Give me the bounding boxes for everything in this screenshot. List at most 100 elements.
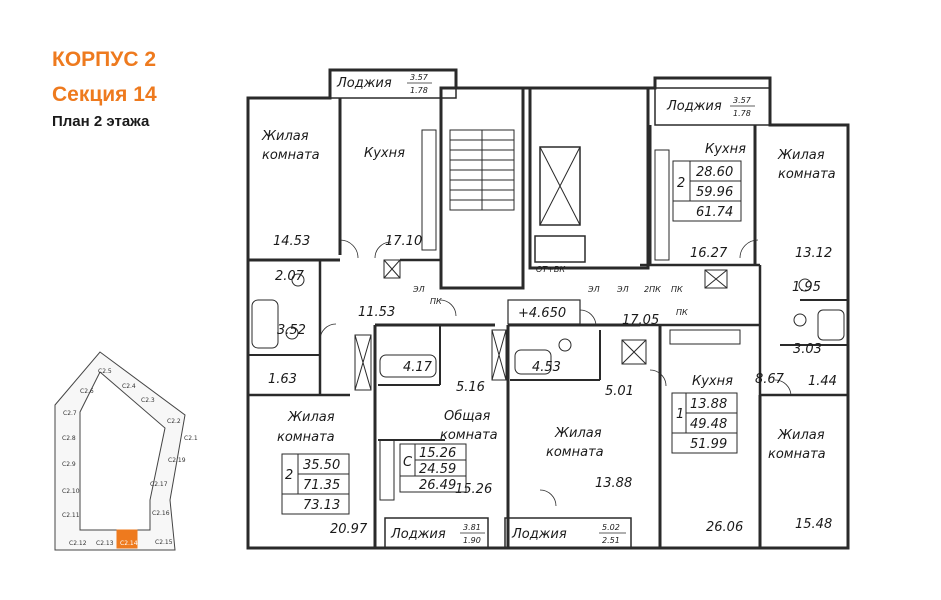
loggia-area: 1.90	[463, 536, 481, 545]
living-room-label: Жилая	[777, 428, 825, 443]
floor-plan-title: План 2 этажа	[52, 113, 150, 130]
room-area: 16.27	[690, 246, 728, 261]
kitchen-counter	[654, 149, 670, 261]
tag-pk: ПК	[676, 308, 688, 317]
bathtub-icon	[514, 349, 552, 375]
key-plan	[54, 351, 186, 551]
toilet-icon	[558, 338, 572, 352]
living-room-label: Жилая	[554, 426, 602, 441]
key-label: С2.12	[69, 540, 87, 547]
shaft	[621, 339, 647, 365]
room-area: 11.53	[358, 305, 395, 320]
total-area-with-loggia: 26.49	[419, 478, 456, 493]
key-label: С2.1	[184, 435, 198, 442]
key-label: С2.19	[168, 457, 186, 464]
loggia-area: 1.78	[733, 109, 751, 118]
loggia-label: Лоджия	[336, 76, 392, 91]
living-room-label: Жилая	[287, 410, 335, 425]
total-area: 24.59	[419, 462, 456, 477]
shaft	[383, 259, 401, 279]
total-area-with-loggia: 61.74	[696, 205, 733, 220]
toilet-icon	[285, 326, 299, 340]
tag-el: ЭЛ	[587, 285, 600, 294]
toilet-icon	[291, 273, 305, 287]
loggia-label: Лоджия	[390, 527, 446, 542]
tag-el: ЭЛ	[412, 285, 425, 294]
loggia-area: 3.57	[733, 96, 752, 105]
room-area: 8.67	[755, 372, 785, 387]
key-label: С2.4	[122, 383, 136, 390]
room-area: 1.63	[268, 372, 297, 387]
apartment-info-box: 2 35.50 71.35 73.13	[281, 453, 350, 515]
section-title: Секция 14	[52, 83, 157, 106]
room-area: 13.12	[795, 246, 832, 261]
apartment-info-box: 1 13.88 49.48 51.99	[671, 392, 738, 454]
loggia-label: Лоджия	[666, 99, 722, 114]
key-label: С2.9	[62, 461, 76, 468]
tag-otvk: ОТ+ВК	[536, 265, 565, 274]
living-room-label: комната	[768, 447, 826, 462]
living-area: 28.60	[696, 165, 733, 180]
room-area: 5.16	[456, 380, 485, 395]
living-room-label: Жилая	[777, 148, 825, 163]
kitchen-label: Кухня	[705, 142, 746, 157]
loggia-area: 5.02	[602, 523, 620, 532]
room-count: 1	[676, 407, 684, 422]
total-area-with-loggia: 73.13	[303, 498, 340, 513]
room-area: 15.26	[455, 482, 492, 497]
building-title: КОРПУС 2	[52, 48, 156, 71]
living-room-label: комната	[262, 148, 320, 163]
loggia-area: 1.78	[410, 86, 428, 95]
room-area: 17.05	[622, 313, 659, 328]
room-count: 2	[677, 176, 685, 191]
wardrobe	[491, 329, 507, 381]
shaft	[704, 269, 728, 289]
loggia-label: Лоджия	[511, 527, 567, 542]
room-area: 15.48	[795, 517, 832, 532]
loggia-area: 3.81	[463, 523, 481, 532]
living-area: 13.88	[690, 397, 727, 412]
living-room-label: Жилая	[261, 129, 309, 144]
key-plan-highlight	[116, 529, 138, 549]
room-area: 13.88	[595, 476, 632, 491]
key-label-highlighted: С2.14	[120, 540, 138, 547]
kitchen-label: Кухня	[692, 374, 733, 389]
apartment-info-box: С 15.26 24.59 26.49	[399, 443, 467, 493]
common-room-label: Общая	[444, 409, 490, 424]
living-area: 15.26	[419, 446, 456, 461]
tag-pk: ПК	[671, 285, 683, 294]
total-area: 49.48	[690, 417, 727, 432]
bathtub-icon	[251, 299, 279, 349]
key-label: С2.16	[152, 510, 170, 517]
key-label: С2.3	[141, 397, 155, 404]
stairs	[449, 129, 515, 211]
door-swings	[319, 239, 792, 507]
key-label: С2.2	[167, 418, 181, 425]
elevation-mark: +4.650	[518, 306, 566, 321]
key-label: С2.8	[62, 435, 76, 442]
key-label: С2.17	[150, 481, 168, 488]
key-label: С2.13	[96, 540, 114, 547]
room-area: 26.06	[706, 520, 743, 535]
room-area: 17.10	[385, 234, 422, 249]
key-label: С2.5	[98, 368, 112, 375]
living-room-label: комната	[277, 430, 335, 445]
room-area: 3.52	[277, 323, 306, 338]
room-area: 1.44	[808, 374, 837, 389]
room-area: 4.53	[532, 360, 561, 375]
toilet-icon	[798, 278, 812, 292]
wardrobe	[354, 334, 372, 391]
kitchen-counter	[669, 329, 741, 345]
bathtub-icon	[379, 354, 437, 378]
loggia-area: 2.51	[602, 536, 620, 545]
total-area: 59.96	[696, 185, 733, 200]
room-area: 4.17	[403, 360, 433, 375]
kitchen-label: Кухня	[364, 146, 405, 161]
tag-pk: 2ПК	[644, 285, 661, 294]
kitchen-counter	[421, 129, 437, 251]
living-room-label: комната	[546, 445, 604, 460]
toilet-icon	[793, 313, 807, 327]
room-count: 2	[285, 468, 293, 483]
room-count: С	[403, 455, 413, 470]
